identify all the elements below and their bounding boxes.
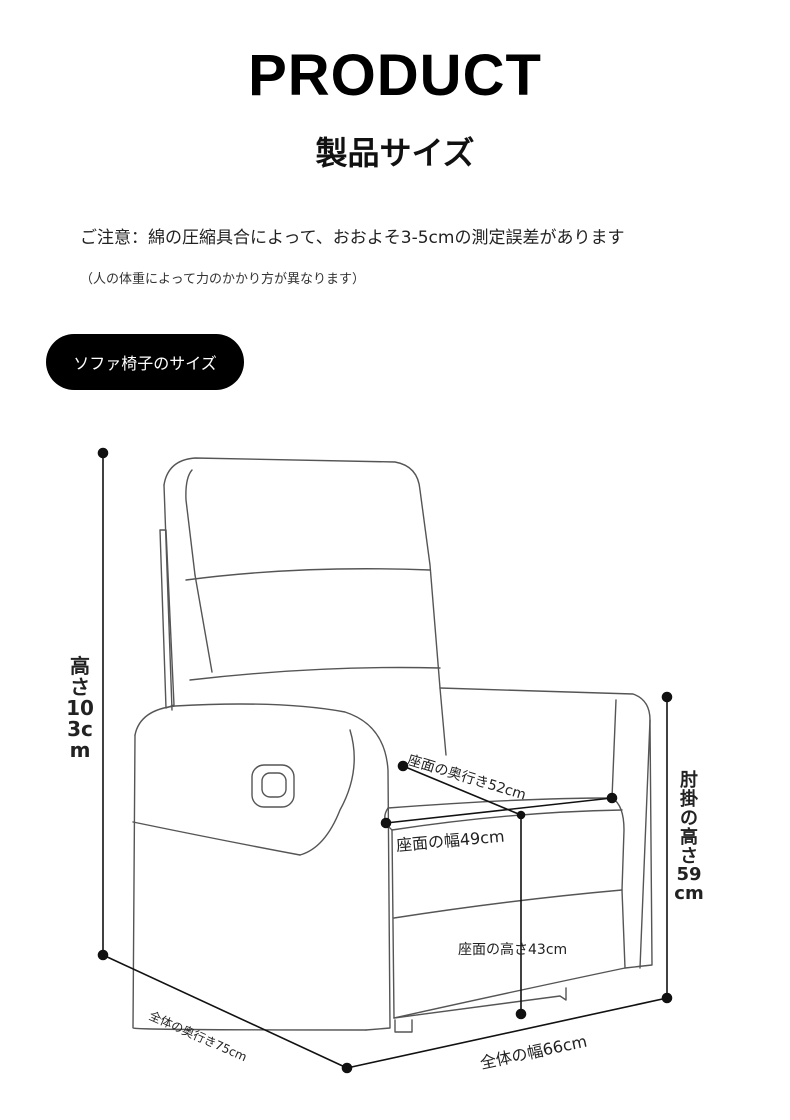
page-subtitle: 製品サイズ bbox=[315, 134, 475, 172]
seat-height-label: 座面の高さ43cm bbox=[458, 942, 568, 958]
dimension-lines bbox=[97, 447, 673, 1074]
armrest-height-label: 肘掛の高さ59cm bbox=[674, 770, 704, 905]
recliner-sofa-illustration bbox=[132, 457, 653, 1033]
section-badge: ソファ椅子のサイズ bbox=[46, 334, 244, 390]
height-label: 高さ103cm bbox=[66, 654, 94, 762]
page-title: PRODUCT bbox=[248, 43, 542, 108]
measurement-notice: ご注意：綿の圧縮具合によって、おおよそ3-5cmの測定誤差があります bbox=[80, 228, 625, 248]
measurement-notice-sub: （人の体重によって力のかかり方が異なります） bbox=[80, 272, 365, 287]
section-badge-label: ソファ椅子のサイズ bbox=[73, 354, 217, 373]
